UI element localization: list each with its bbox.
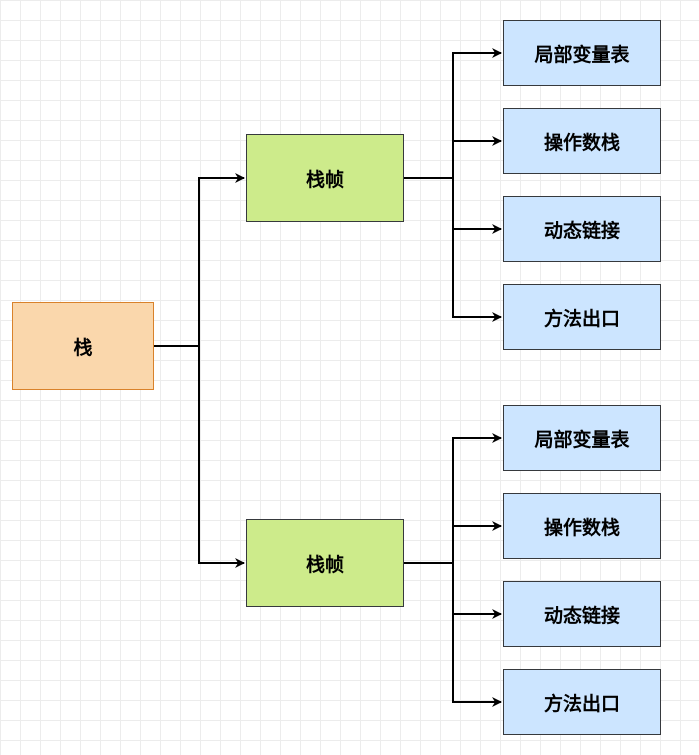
stack-frame-label: 栈帧 [305,168,344,191]
leaf-label: 动态链接 [543,604,620,627]
operand-stack-node-1[interactable]: 操作数栈 [503,108,661,174]
leaf-label: 方法出口 [543,692,620,715]
connector-frame-2-leaf-2 [403,521,502,564]
stack-node[interactable]: 栈 [12,302,154,390]
leaf-label: 操作数栈 [543,131,620,154]
method-exit-node-2[interactable]: 方法出口 [503,669,661,735]
dynamic-linking-node-2[interactable]: 动态链接 [503,581,661,647]
local-variable-table-node-2[interactable]: 局部变量表 [503,405,661,471]
leaf-label: 动态链接 [543,219,620,242]
leaf-label: 方法出口 [543,307,620,330]
dynamic-linking-node-1[interactable]: 动态链接 [503,196,661,262]
stack-frame-node-2[interactable]: 栈帧 [246,519,404,607]
connector-root-frame-2 [154,345,245,568]
method-exit-node-1[interactable]: 方法出口 [503,284,661,350]
connector-frame-1-leaf-2 [403,136,502,179]
stack-frame-node-1[interactable]: 栈帧 [246,134,404,222]
connector-frame-2-leaf-4 [403,562,502,707]
stack-node-label: 栈 [73,336,93,359]
connector-root-frame-1 [154,173,245,347]
operand-stack-node-2[interactable]: 操作数栈 [503,493,661,559]
leaf-label: 操作数栈 [543,516,620,539]
connector-frame-1-leaf-4 [403,177,502,322]
leaf-label: 局部变量表 [534,428,630,451]
stack-frame-label: 栈帧 [305,553,344,576]
leaf-label: 局部变量表 [534,43,630,66]
local-variable-table-node-1[interactable]: 局部变量表 [503,20,661,86]
